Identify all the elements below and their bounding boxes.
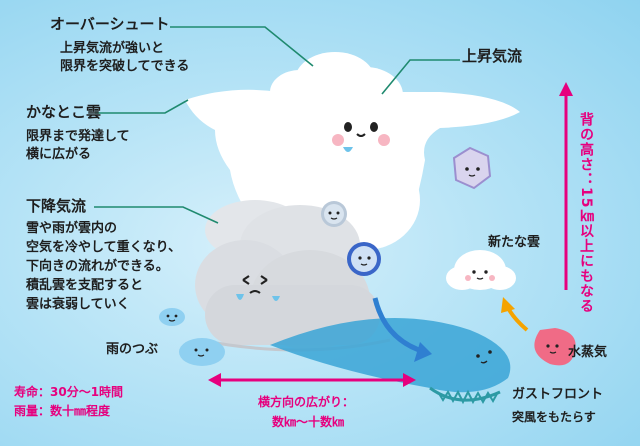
- overshoot-line1: 上昇気流が強いと: [60, 41, 165, 56]
- downdraft-title: 下降気流: [26, 197, 87, 215]
- overshoot-title: オーバーシュート: [50, 15, 170, 33]
- leader-updraft: [381, 59, 460, 95]
- downdraft-line: 空気を冷やして重くなり、: [26, 240, 182, 255]
- leader-anvil: [95, 99, 189, 114]
- lifespan-line2: 雨量：数十㎜程度: [14, 404, 111, 418]
- lifespan-line1: 寿命：30分～1時間: [14, 385, 124, 399]
- snow-particle: [321, 201, 347, 227]
- width-arrowhead-left: [208, 373, 221, 387]
- horizontal-line2: 数㎞～十数㎞: [272, 415, 345, 429]
- anvil-cloud-face: [332, 122, 390, 152]
- raindrop-label: 雨のつぶ: [106, 342, 159, 357]
- gust-front: [270, 318, 511, 405]
- ice-particle: [347, 242, 381, 276]
- leader-overshoot: [170, 26, 314, 67]
- overshoot-line2: 限界を突破してできる: [60, 59, 190, 74]
- height-label: 背の高さ：15㎞以上にもなる: [578, 112, 594, 314]
- downdraft-line: 下向きの流れができる。: [26, 259, 169, 274]
- downdraft-line: 雲は衰弱していく: [26, 297, 130, 312]
- downdraft-cloud-face: [236, 275, 280, 301]
- downdraft-arrow: [372, 297, 426, 355]
- leader-downdraft: [94, 206, 219, 224]
- downdraft-line: 雪や雨が雲内の: [26, 221, 118, 236]
- raindrop-large: [179, 338, 225, 366]
- anvil-cloud: [185, 52, 520, 250]
- anvil-title: かなとこ雲: [26, 103, 102, 121]
- anvil-line1: 限界まで発達して: [26, 129, 130, 144]
- new-cloud-label: 新たな雲: [488, 235, 541, 250]
- width-arrowhead-right: [403, 373, 416, 387]
- hail-hexagon: [452, 146, 492, 190]
- downdraft-cloud: [195, 200, 380, 350]
- horizontal-line1: 横方向の広がり：: [258, 395, 355, 409]
- downdraft-arrowhead: [414, 342, 432, 362]
- gust-title: ガストフロント: [512, 387, 604, 402]
- vapor-arrowhead: [501, 297, 515, 313]
- updraft-title: 上昇気流: [462, 47, 523, 65]
- new-cloud: [446, 250, 516, 290]
- height-arrowhead: [559, 82, 573, 96]
- vapor-label: 水蒸気: [568, 345, 608, 360]
- gust-sub: 突風をもたらす: [512, 410, 596, 424]
- water-vapor: [534, 328, 576, 366]
- raindrop-small: [159, 308, 185, 326]
- anvil-line2: 横に広がる: [26, 147, 92, 162]
- downdraft-line: 積乱雲を支配すると: [26, 278, 144, 293]
